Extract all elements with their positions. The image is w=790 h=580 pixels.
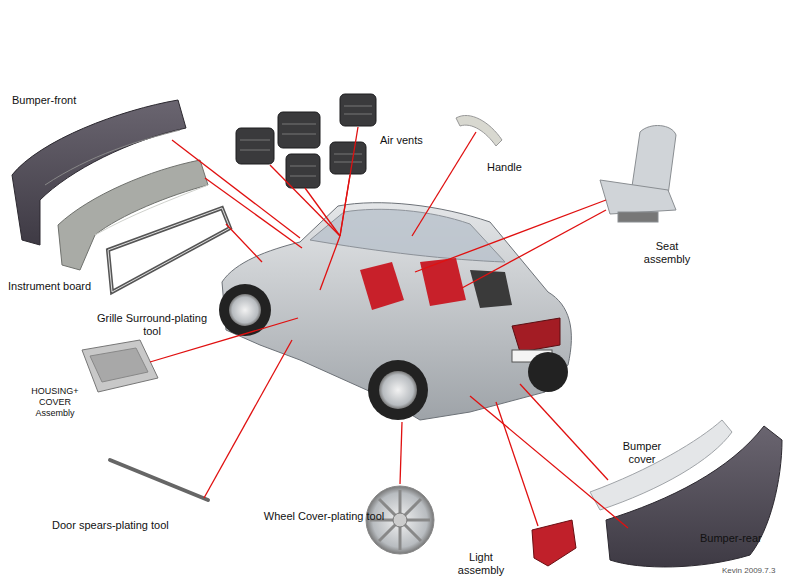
leader-lines xyxy=(150,127,628,528)
housing-cover xyxy=(82,340,158,392)
part-label: Seat assembly xyxy=(632,240,702,266)
car-body xyxy=(222,203,571,420)
part-label: Air vents xyxy=(380,134,423,147)
part-label: Instrument board xyxy=(8,280,91,293)
part-label: Handle xyxy=(487,161,522,174)
car-wheels xyxy=(219,284,568,420)
door-spear xyxy=(110,460,208,500)
part-label: Bumper-front xyxy=(12,94,76,107)
part-label: Light assembly xyxy=(448,551,514,577)
grille-surround xyxy=(108,208,230,292)
part-label: Bumper-rear xyxy=(700,532,762,545)
part-label: Door spears-plating tool xyxy=(52,519,169,532)
watermark: Kevin 2009.7.3 xyxy=(722,566,775,576)
seat xyxy=(600,126,676,222)
part-label: Wheel Cover-plating tool xyxy=(262,510,386,523)
part-label: Bumper cover xyxy=(612,440,672,466)
rear-bumper xyxy=(606,426,782,567)
part-label: HOUSING+ COVER Assembly xyxy=(24,386,86,419)
air-vents xyxy=(236,94,376,188)
light-assembly xyxy=(532,520,576,566)
part-label: Grille Surround-plating tool xyxy=(96,312,208,338)
handle xyxy=(456,115,502,146)
